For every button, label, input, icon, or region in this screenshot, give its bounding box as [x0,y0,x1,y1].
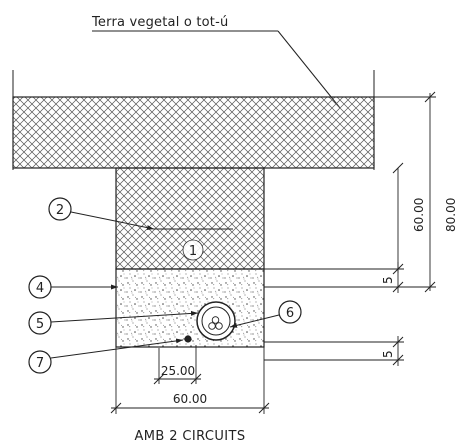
callout-6-leader [229,314,280,328]
cable-icon [211,316,220,324]
dim-25-label: 25.00 [161,364,195,378]
callout-4: 4 [36,281,44,296]
dim-80-tick-top [424,91,436,103]
dim-5-bottom-tick-top [392,336,404,348]
callout-1-circle [182,239,204,261]
callout-2: 2 [56,203,64,218]
callout-5-circle [28,311,52,335]
earth-conductor [184,335,192,343]
dim-60w-tick-left [110,402,122,414]
dim-25-tick-right [190,373,202,385]
cable-icon [208,322,216,330]
callout-2-leader [70,211,155,231]
callout-7: 7 [36,356,44,371]
cable-icon [215,322,223,330]
callout-7-leader [50,338,184,359]
callout-6: 6 [286,306,294,321]
callout-6-circle [278,300,302,324]
top-label: Terra vegetal o tot-ú [91,15,228,30]
top-label-leader [277,30,341,109]
dim-5-bottom-label: 5 [381,350,395,358]
dim-80-tick-bottom [424,281,436,293]
topsoil-layer [12,96,375,169]
callout-7-circle [28,350,52,374]
dim-60-tick-top [392,162,404,174]
callout-1: 1 [189,244,197,259]
dim-60w-tick-right [258,402,270,414]
dim-5-top-tick [392,281,404,293]
callout-2-circle [48,197,72,221]
sand-layer [115,268,265,348]
dim-60w-label: 60.00 [173,392,207,406]
callout-5-leader [50,310,199,323]
dim-60-label: 60.00 [412,198,426,232]
dim-80-label: 80.00 [444,198,458,232]
dim-5-bottom-tick-bottom [392,354,404,366]
callout-5: 5 [36,317,44,332]
dim-25-tick-left [153,373,165,385]
dim-5-top-label: 5 [381,276,395,284]
caption: AMB 2 CIRCUITS [134,429,245,444]
